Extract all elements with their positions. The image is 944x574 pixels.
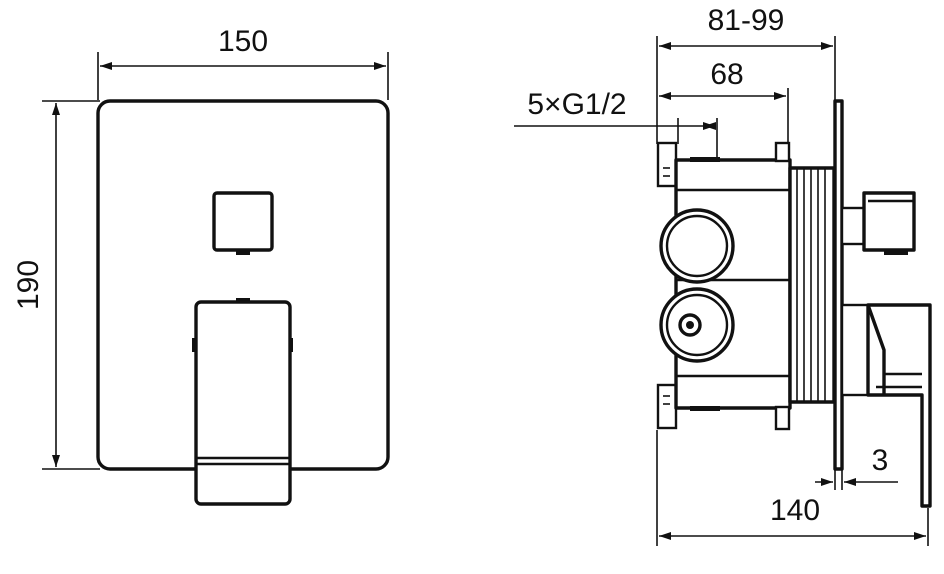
outlet-port-upper xyxy=(659,208,735,284)
outlet-port-lower xyxy=(659,287,735,363)
side-view: 81-99 68 5×G1/2 xyxy=(514,4,932,546)
wall-cover-plate xyxy=(833,99,844,471)
threaded-sleeve xyxy=(788,166,836,404)
thread-dimension: 5×G1/2 xyxy=(514,88,718,160)
total-depth-label: 140 xyxy=(770,494,820,527)
front-width-dimension: 150 xyxy=(97,25,389,100)
overall-depth-range-label: 81-99 xyxy=(708,4,785,37)
front-height-dimension: 190 xyxy=(12,100,100,470)
plate-thickness-dimension: 3 xyxy=(815,444,898,490)
body-depth-dimension: 68 xyxy=(659,58,789,142)
total-depth-dimension: 140 xyxy=(656,430,929,546)
diverter-button xyxy=(212,191,274,255)
front-width-label: 150 xyxy=(218,25,268,58)
body-depth-label: 68 xyxy=(710,58,743,91)
front-height-label: 190 xyxy=(12,260,45,310)
mixer-lever-handle xyxy=(192,298,293,506)
plate-thickness-label: 3 xyxy=(872,444,889,477)
thread-label: 5×G1/2 xyxy=(527,88,626,121)
front-view: 150 190 xyxy=(12,25,390,506)
overall-depth-range-dimension: 81-99 xyxy=(656,4,836,144)
diverter-button-side xyxy=(840,191,916,255)
mixer-lever-side xyxy=(840,303,932,508)
valve-body xyxy=(656,141,792,431)
